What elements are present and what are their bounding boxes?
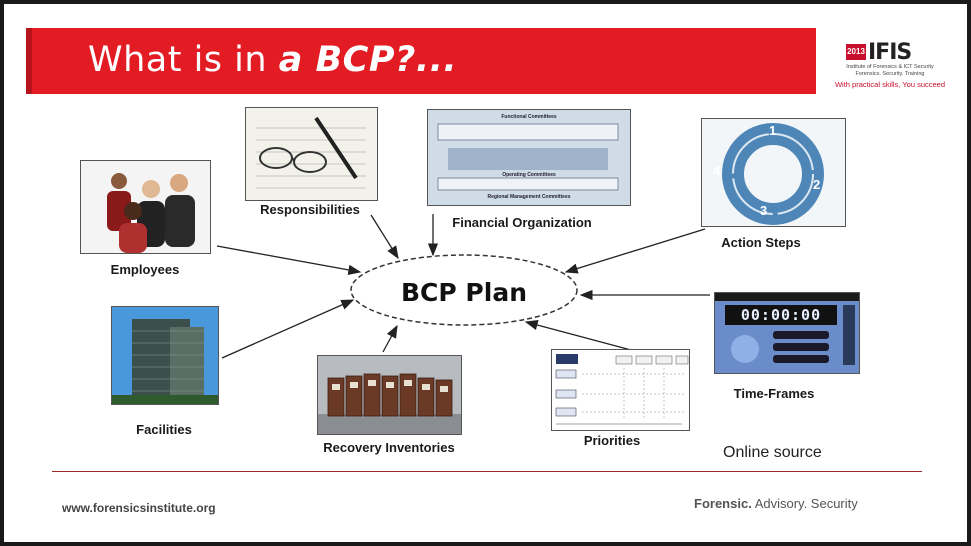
timer-illustration [715, 293, 859, 365]
logo-badge: 2013 [846, 44, 866, 60]
action-steps-image: 1 2 3 4 [701, 118, 846, 227]
responsibilities-image [245, 107, 378, 201]
label-facilities: Facilities [136, 422, 192, 437]
cycle-illustration [722, 123, 824, 225]
binders-illustration [318, 356, 461, 434]
org-bottom-text: Regional Management Committees [487, 194, 571, 200]
financial-org-image: Functional Committees Operating Committe… [427, 109, 631, 206]
center-ellipse [350, 254, 578, 326]
arrow-facilities [221, 299, 355, 359]
arrow-employees [216, 245, 362, 276]
slide: What is in a BCP?... 2013 IFIS Institute… [4, 4, 967, 542]
recovery-inventories-image [317, 355, 462, 435]
logo-name: IFIS [868, 40, 912, 65]
label-time-frames: Time-Frames [733, 386, 815, 401]
footer-divider [52, 471, 922, 472]
step-3: 3 [760, 203, 768, 218]
facilities-image [111, 306, 219, 405]
label-responsibilities: Responsibilities [260, 202, 360, 217]
employees-image [80, 160, 211, 254]
step-2: 2 [813, 177, 821, 192]
step-4: 4 [713, 163, 721, 178]
footer-tagline: Forensic. Advisory. Security [694, 496, 858, 511]
source-note: Online source [723, 444, 822, 461]
diagram-connectors [216, 214, 710, 359]
logo-line-1: Institute of Forensics & ICT Security [846, 64, 934, 70]
people-illustration [107, 173, 195, 253]
priority-grid-illustration [555, 354, 689, 425]
title-bar: What is in a BCP?... [26, 28, 816, 94]
label-recovery: Recovery Inventories [323, 440, 455, 455]
office-building-illustration [112, 307, 218, 404]
logo-tagline: With practical skills, You succeed [834, 80, 946, 89]
org-chart-illustration [428, 110, 630, 205]
arrow-recovery [382, 324, 398, 353]
step-1: 1 [769, 123, 777, 138]
ifis-logo: 2013 IFIS Institute of Forensics & ICT S… [820, 38, 960, 90]
pen-and-glasses-illustration [256, 116, 366, 189]
arrow-responsibilities [370, 214, 399, 260]
label-action-steps: Action Steps [721, 235, 801, 250]
label-financial: Financial Organization [452, 215, 592, 230]
time-frames-image: 00:00:00 [714, 292, 860, 374]
footer-url[interactable]: www.forensicsinstitute.org [62, 501, 216, 515]
center-node-label: BCP Plan [401, 277, 527, 307]
slide-title: What is in a BCP?... [88, 40, 458, 80]
logo-line-2: Forensics. Security. Training [855, 71, 925, 77]
label-priorities: Priorities [583, 433, 641, 448]
org-middle-text: Operating Committees [502, 172, 556, 178]
priorities-image [551, 349, 690, 431]
label-employees: Employees [110, 262, 180, 277]
arrow-action-steps [564, 228, 706, 274]
timer-display: 00:00:00 [740, 306, 822, 324]
arrow-priorities [524, 319, 632, 351]
org-top-text: Functional Committees [501, 114, 557, 120]
